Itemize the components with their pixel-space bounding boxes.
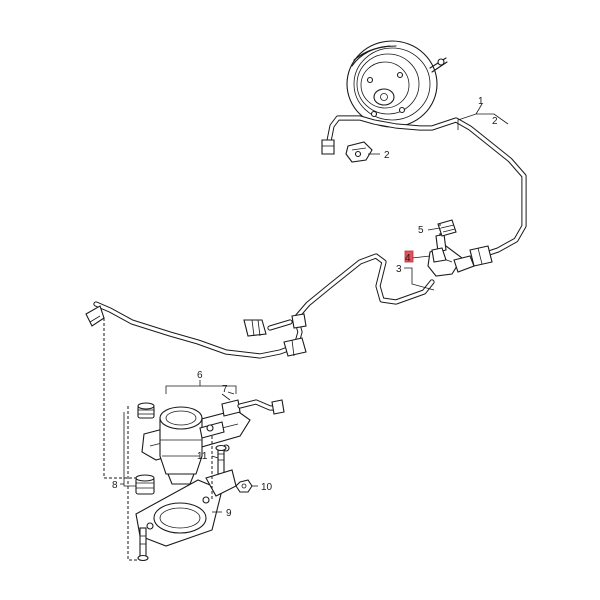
callout-8[interactable]: 8 <box>112 480 118 491</box>
callout-2-clip[interactable]: 2 <box>384 150 390 161</box>
rubber-mount-upper[interactable] <box>137 402 155 419</box>
callout-9[interactable]: 9 <box>226 508 232 519</box>
callout-3[interactable]: 3 <box>396 264 402 275</box>
callout-leaders <box>120 103 509 513</box>
rubber-mount-lower[interactable] <box>135 474 155 495</box>
nut-10[interactable] <box>235 479 253 493</box>
assembly-guide-lines <box>103 224 441 561</box>
vacuum-pump[interactable] <box>141 399 285 485</box>
callout-7[interactable]: 7 <box>222 384 228 395</box>
callout-1[interactable]: 1 <box>478 96 484 107</box>
callout-4[interactable]: 4 <box>405 253 411 264</box>
vacuum-line-lower[interactable] <box>85 253 435 359</box>
vacuum-line-upper[interactable] <box>321 115 527 267</box>
callout-labels: 1 2 2 3 4 5 6 7 8 9 10 11 <box>112 96 498 519</box>
check-valve-assembly[interactable] <box>427 233 475 277</box>
callout-11[interactable]: 11 <box>197 451 208 462</box>
mounting-bracket[interactable] <box>135 469 237 547</box>
callout-10[interactable]: 10 <box>261 482 273 493</box>
callout-5[interactable]: 5 <box>418 225 424 236</box>
callout-2-right[interactable]: 2 <box>492 116 498 127</box>
vent-cap[interactable] <box>437 219 457 237</box>
brake-booster[interactable] <box>346 40 448 128</box>
callout-6[interactable]: 6 <box>197 370 203 381</box>
bolt-11[interactable] <box>215 444 227 475</box>
callout-4-highlight <box>404 250 414 263</box>
pipe-clip-upper[interactable] <box>345 141 373 163</box>
long-bolt[interactable] <box>137 527 149 562</box>
